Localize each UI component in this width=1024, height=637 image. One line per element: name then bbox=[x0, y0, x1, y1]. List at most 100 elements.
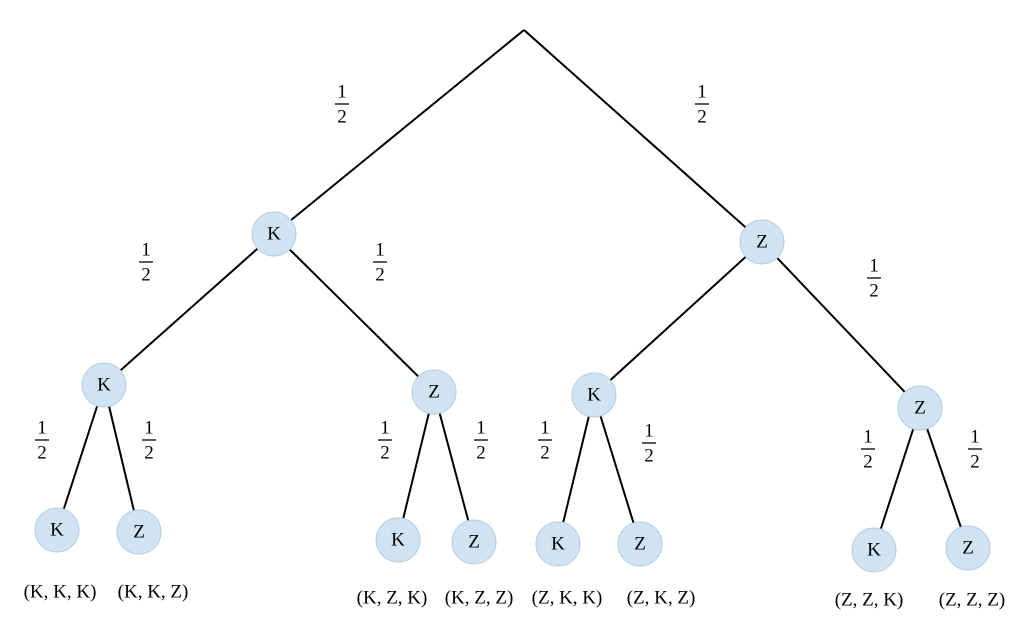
tree-edge-rl-rll bbox=[557, 394, 595, 545]
node-circle bbox=[851, 527, 897, 573]
node-label: K bbox=[50, 520, 64, 541]
probability-fraction: 12 bbox=[335, 82, 349, 128]
fraction-denominator: 2 bbox=[380, 443, 390, 464]
node-label: K bbox=[267, 224, 281, 245]
fraction-numerator: 1 bbox=[337, 82, 347, 103]
node-circle bbox=[251, 211, 297, 257]
probability-fraction: 12 bbox=[695, 82, 709, 128]
tree-edge-ll-llr bbox=[103, 384, 140, 533]
fraction-denominator: 2 bbox=[540, 443, 550, 464]
probability-fraction: 12 bbox=[867, 256, 881, 302]
tree-node-rr: Z bbox=[897, 385, 943, 431]
tree-node-lr: Z bbox=[411, 369, 457, 415]
node-circle bbox=[617, 521, 663, 567]
fraction-denominator: 2 bbox=[337, 107, 347, 128]
fraction-denominator: 2 bbox=[644, 446, 654, 467]
node-circle bbox=[81, 362, 127, 408]
probability-fraction: 12 bbox=[378, 418, 392, 464]
tree-node-rrl: K bbox=[851, 527, 897, 573]
fraction-numerator: 1 bbox=[476, 418, 486, 439]
tree-edge-r1-rr bbox=[761, 241, 921, 409]
node-label: Z bbox=[914, 398, 926, 419]
tree-edge-l1-ll bbox=[103, 233, 275, 386]
tree-node-lrr: Z bbox=[451, 519, 497, 565]
fraction-numerator: 1 bbox=[144, 418, 154, 439]
outcome-label-6: (Z, K, Z) bbox=[627, 588, 696, 609]
tree-edge-root-r1 bbox=[523, 29, 763, 243]
fraction-denominator: 2 bbox=[375, 265, 385, 286]
node-circle bbox=[535, 521, 581, 567]
probability-fraction: 12 bbox=[142, 418, 156, 464]
tree-node-lrl: K bbox=[375, 517, 421, 563]
probability-fraction: 12 bbox=[35, 418, 49, 464]
node-circle bbox=[411, 369, 457, 415]
outcome-labels: (K, K, K) (K, K, Z) (K, Z, K) (K, Z, Z) (Z, … bbox=[24, 582, 1006, 611]
node-circle bbox=[945, 525, 991, 571]
fraction-numerator: 1 bbox=[970, 427, 980, 448]
node-circle bbox=[116, 509, 162, 555]
node-label: Z bbox=[133, 522, 145, 543]
fraction-denominator: 2 bbox=[970, 452, 980, 473]
node-label: K bbox=[97, 375, 111, 396]
fraction-numerator: 1 bbox=[863, 427, 873, 448]
fraction-denominator: 2 bbox=[697, 107, 707, 128]
fraction-numerator: 1 bbox=[375, 240, 385, 261]
fraction-numerator: 1 bbox=[697, 82, 707, 103]
node-circle bbox=[34, 507, 80, 553]
fraction-denominator: 2 bbox=[869, 281, 879, 302]
probability-fraction: 12 bbox=[474, 418, 488, 464]
node-label: Z bbox=[468, 532, 480, 553]
probability-fraction: 12 bbox=[968, 427, 982, 473]
node-label: K bbox=[587, 385, 601, 406]
tree-node-rrr: Z bbox=[945, 525, 991, 571]
probability-fraction: 12 bbox=[642, 421, 656, 467]
node-circle bbox=[739, 219, 785, 265]
probability-fraction: 12 bbox=[139, 240, 153, 286]
node-circle bbox=[897, 385, 943, 431]
fraction-numerator: 1 bbox=[540, 418, 550, 439]
node-label: Z bbox=[962, 538, 974, 559]
fraction-numerator: 1 bbox=[380, 418, 390, 439]
fraction-numerator: 1 bbox=[37, 418, 47, 439]
outcome-label-5: (Z, K, K) bbox=[532, 588, 603, 609]
tree-nodes: K Z K Z K Z K Z K Z K Z K Z bbox=[34, 211, 991, 573]
outcome-label-3: (K, Z, K) bbox=[357, 588, 428, 609]
tree-node-llr: Z bbox=[116, 509, 162, 555]
outcome-label-7: (Z, Z, K) bbox=[835, 590, 904, 611]
outcome-label-1: (K, K, K) bbox=[24, 582, 97, 603]
node-label: K bbox=[867, 540, 881, 561]
node-circle bbox=[375, 517, 421, 563]
tree-node-r1: Z bbox=[739, 219, 785, 265]
fraction-denominator: 2 bbox=[37, 443, 47, 464]
probability-fraction: 12 bbox=[861, 427, 875, 473]
fraction-denominator: 2 bbox=[476, 443, 486, 464]
outcome-label-4: (K, Z, Z) bbox=[445, 588, 514, 609]
tree-edge-l1-lr bbox=[273, 233, 435, 393]
node-label: Z bbox=[634, 534, 646, 555]
tree-edges bbox=[56, 29, 969, 551]
tree-edge-rr-rrr bbox=[919, 407, 969, 549]
probability-fraction: 12 bbox=[373, 240, 387, 286]
node-label: K bbox=[391, 530, 405, 551]
fraction-denominator: 2 bbox=[141, 265, 151, 286]
tree-edge-lr-lrl bbox=[397, 391, 435, 541]
node-circle bbox=[571, 372, 617, 418]
fraction-numerator: 1 bbox=[141, 240, 151, 261]
outcome-label-8: (Z, Z, Z) bbox=[939, 590, 1005, 611]
tree-node-rlr: Z bbox=[617, 521, 663, 567]
tree-edge-root-l1 bbox=[273, 29, 525, 235]
fraction-numerator: 1 bbox=[869, 256, 879, 277]
fraction-denominator: 2 bbox=[144, 443, 154, 464]
tree-node-ll: K bbox=[81, 362, 127, 408]
tree-node-lll: K bbox=[34, 507, 80, 553]
node-circle bbox=[451, 519, 497, 565]
tree-edge-rr-rrl bbox=[873, 407, 921, 551]
tree-node-rll: K bbox=[535, 521, 581, 567]
tree-node-rl: K bbox=[571, 372, 617, 418]
outcome-label-2: (K, K, Z) bbox=[118, 582, 189, 603]
tree-edge-rl-rlr bbox=[593, 394, 641, 545]
node-label: K bbox=[551, 534, 565, 555]
tree-edge-r1-rl bbox=[593, 241, 763, 396]
